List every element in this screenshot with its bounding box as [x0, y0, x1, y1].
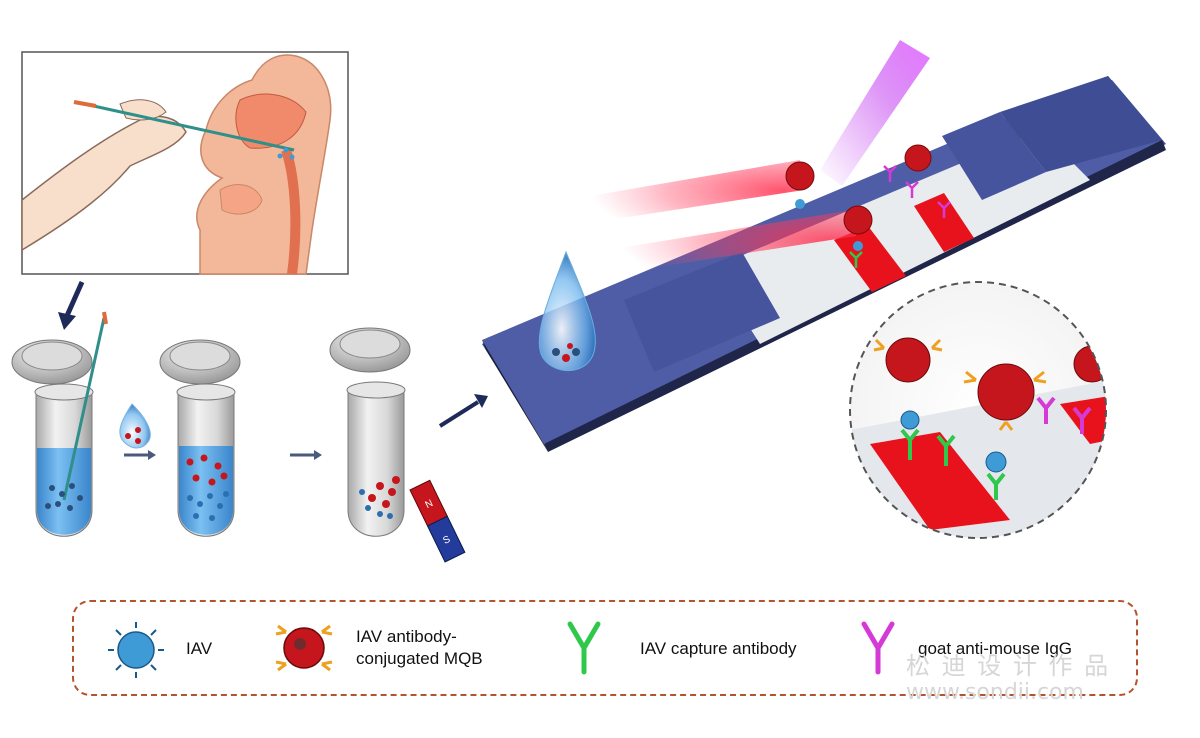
tube-sample: [11, 311, 108, 537]
magnet: N S: [409, 479, 466, 563]
magnified-test-line: [870, 432, 1010, 530]
down-arrow: [63, 280, 85, 320]
goat-igg-icon: [861, 621, 895, 675]
tube-magnetic-separation: N S: [329, 327, 466, 563]
red-laser-beam-2: [620, 210, 856, 272]
oral-cavity: [219, 184, 263, 215]
tube-body: [347, 389, 405, 537]
down-arrow-head: [58, 312, 76, 330]
magnet-n-label: N: [424, 498, 435, 511]
nasal-swab-illustration: [21, 51, 349, 275]
nasal-cavity: [235, 93, 307, 149]
watermark-url: www.sondii.com: [906, 680, 1084, 705]
sample-pad: [624, 252, 780, 372]
absorbent-pad-1: [942, 112, 1046, 200]
swab-handle: [73, 100, 97, 108]
swab-stick: [79, 101, 295, 152]
magnet-s-label: S: [441, 534, 452, 547]
iav-icon: [108, 622, 164, 678]
legend-mqb-label-line2: conjugated MQB: [356, 649, 483, 668]
mqb-droplet: [119, 403, 151, 449]
test-line: [834, 226, 906, 292]
sample-drop-on-strip: [538, 250, 596, 371]
arrow-to-strip: [438, 400, 480, 428]
absorbent-pad-2: [1000, 76, 1162, 172]
control-line: [914, 193, 974, 252]
tube-mixture: [159, 339, 241, 537]
legend-igg-label: goat anti-mouse IgG: [918, 639, 1073, 658]
legend-box: [72, 600, 1138, 696]
watermark-chinese: 松 迪 设 计 作 品: [906, 652, 1111, 680]
legend-iav-label: IAV: [186, 639, 213, 658]
hand: [21, 115, 187, 252]
legend-icons: [108, 621, 895, 678]
lateral-flow-strip: [482, 76, 1166, 452]
legend-mqb-label-line1: IAV antibody-: [356, 627, 457, 646]
mqb-icon: [275, 624, 333, 672]
purple-laser-beam: [820, 40, 930, 186]
throat: [281, 148, 301, 275]
swab-in-tube: [62, 317, 106, 501]
red-laser-beam-1: [590, 160, 804, 222]
strip-particles: [785, 144, 951, 268]
capture-antibody-icon: [567, 621, 601, 675]
tube-liquid: [37, 448, 91, 535]
legend-capture-label: IAV capture antibody: [640, 639, 797, 658]
magnifier-border: [849, 281, 1107, 539]
magnified-view: [849, 281, 1107, 539]
